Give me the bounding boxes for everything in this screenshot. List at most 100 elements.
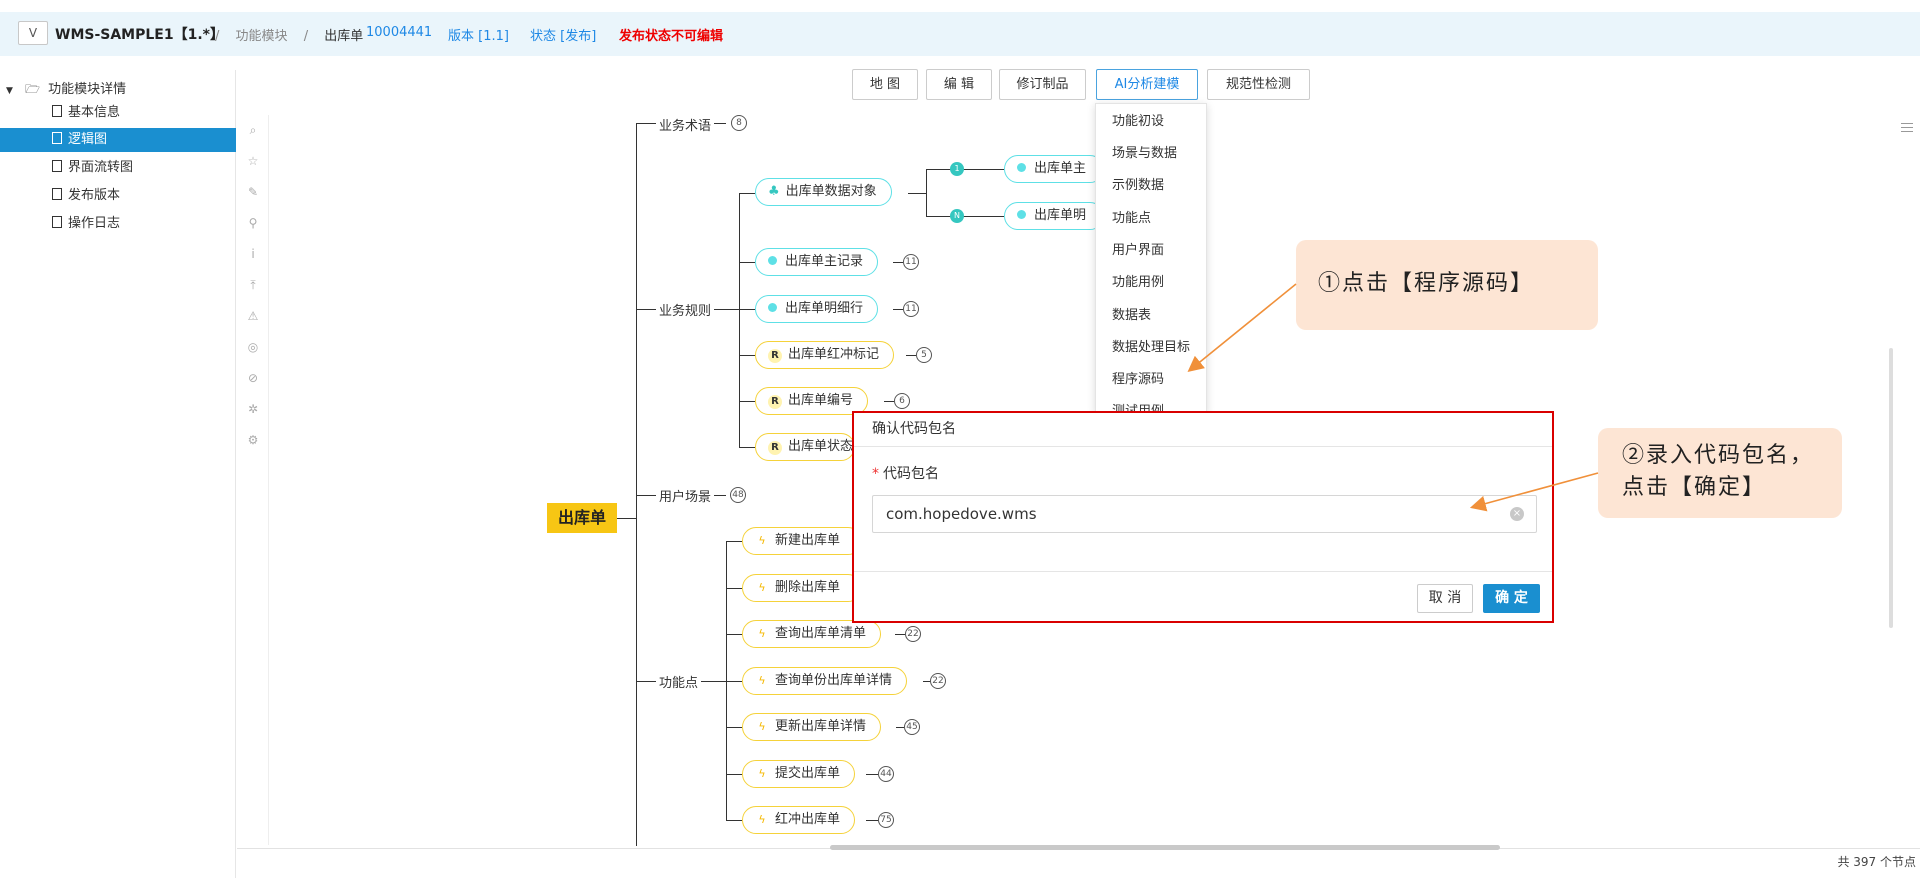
sidebar-tree: ▼ 🗁 功能模块详情 基本信息 逻辑图 界面流转图 发布版本 操作日志 [0,70,236,878]
vertical-scrollbar[interactable] [1889,348,1893,628]
rule-node[interactable]: 出库单明细行 [755,295,879,323]
breadcrumb-module[interactable]: 功能模块 [235,29,288,44]
clear-icon[interactable]: × [1510,507,1524,521]
sidebar-item-basic-info[interactable]: 基本信息 [0,101,236,125]
package-name-input[interactable]: com.hopedove.wms × [872,495,1537,533]
caret-down-icon[interactable]: ▼ [6,86,13,96]
count-badge: 11 [903,254,919,270]
warning-icon[interactable]: ⚠ [247,309,259,323]
bug-icon[interactable]: ✲ [247,402,259,416]
connector [893,309,903,310]
horizontal-scrollbar[interactable] [830,845,1500,850]
rule-node[interactable]: 出库单主记录 [755,248,879,276]
rule-node[interactable]: ♣出库单数据对象 [755,178,892,206]
branch-features[interactable]: 功能点 [656,672,702,691]
feature-node-label: 更新出库单详情 [775,719,867,734]
eye-off-icon[interactable]: ⊘ [247,371,259,385]
connector [636,495,726,496]
star-icon[interactable]: ☆ [247,154,259,168]
connector [739,262,755,263]
branch-rules[interactable]: 业务规则 [656,300,715,319]
connector [726,820,742,821]
bolt-icon: ϟ [758,534,766,547]
menu-item-scenes-data[interactable]: 场景与数据 [1112,146,1178,161]
conformance-check-button[interactable]: 规范性检测 [1207,69,1310,100]
menu-item-processing-goals[interactable]: 数据处理目标 [1112,340,1191,355]
root-node[interactable]: 出库单 [547,503,617,533]
hamburger-icon[interactable] [1901,123,1913,135]
upload-icon[interactable]: ⤒ [250,278,256,292]
menu-item-test-cases[interactable]: 测试用例 [1112,404,1165,413]
connector [636,681,726,682]
settings-icon[interactable]: ⚙ [247,433,259,447]
connector [906,355,916,356]
pin-icon[interactable]: ⚲ [248,216,258,230]
readonly-warning: 发布状态不可编辑 [619,29,724,44]
menu-item-initial-design[interactable]: 功能初设 [1112,114,1165,129]
confirm-button[interactable]: 确 定 [1483,584,1540,613]
dot-icon [768,256,777,265]
count-badge: 75 [878,812,894,828]
connector [726,634,742,635]
tool-rail: ⌕ ☆ ✎ ⚲ i ⤒ ⚠ ◎ ⊘ ✲ ⚙ [237,115,269,845]
ai-modeling-button[interactable]: AI分析建模 [1096,69,1198,100]
version-label: 版本 [1.1] [448,29,509,44]
breadcrumb-current: 出库单 [324,29,364,44]
map-button[interactable]: 地 图 [852,69,918,100]
rule-node-label: 出库单数据对象 [785,184,877,199]
connector [866,774,878,775]
data-object-child[interactable]: 出库单主 [1004,155,1104,183]
menu-item-data-tables[interactable]: 数据表 [1112,308,1152,323]
menu-item-sample-data[interactable]: 示例数据 [1112,178,1165,193]
sidebar-item-op-log[interactable]: 操作日志 [0,212,236,236]
sidebar-item-release[interactable]: 发布版本 [0,184,236,208]
edit-button[interactable]: 编 辑 [926,69,992,100]
branch-scenes[interactable]: 用户场景 [656,486,715,505]
connector [908,193,926,194]
menu-item-user-interface[interactable]: 用户界面 [1112,243,1165,258]
branch-terms[interactable]: 业务术语 [656,115,715,134]
connector [726,727,742,728]
callout-step1-text: ①点击【程序源码】 [1318,271,1535,296]
info-icon[interactable]: i [251,247,255,261]
connector [866,820,878,821]
menu-item-feature-points[interactable]: 功能点 [1112,211,1152,226]
features-line [726,541,727,821]
tree-root[interactable]: ▼ 🗁 功能模块详情 [6,78,126,101]
data-object-child[interactable]: 出库单明 [1004,202,1104,230]
menu-item-use-cases[interactable]: 功能用例 [1112,275,1165,290]
cancel-button[interactable]: 取 消 [1417,584,1473,613]
breadcrumb-separator: / [303,29,309,44]
package-name-dialog: 确认代码包名 *代码包名 com.hopedove.wms × 取 消 确 定 [852,411,1554,623]
file-icon [52,188,62,200]
sidebar-item-ui-flow[interactable]: 界面流转图 [0,156,236,180]
sidebar-item-logic-diagram[interactable]: 逻辑图 [0,128,236,152]
child-label: 出库单明 [1034,208,1087,223]
connector [726,588,742,589]
connector [739,355,755,356]
count-badge: 22 [930,673,946,689]
connector [636,123,726,124]
rule-node-label: 出库单明细行 [785,301,864,316]
app-title: WMS-SAMPLE1【1.*】 [55,27,224,43]
search-icon[interactable]: ⌕ [249,123,257,137]
rule-r-icon: R [768,441,782,455]
brush-icon[interactable]: ✎ [247,185,259,199]
dot-icon [1017,210,1026,219]
rule-node-label: 出库单编号 [788,393,854,408]
connector [739,193,755,194]
globe-icon[interactable]: ◎ [247,340,259,354]
revise-artifact-button[interactable]: 修订制品 [999,69,1086,100]
connector [636,309,739,310]
menu-item-source-code[interactable]: 程序源码 [1112,372,1165,387]
collapse-toggle-button[interactable]: V [18,21,48,45]
